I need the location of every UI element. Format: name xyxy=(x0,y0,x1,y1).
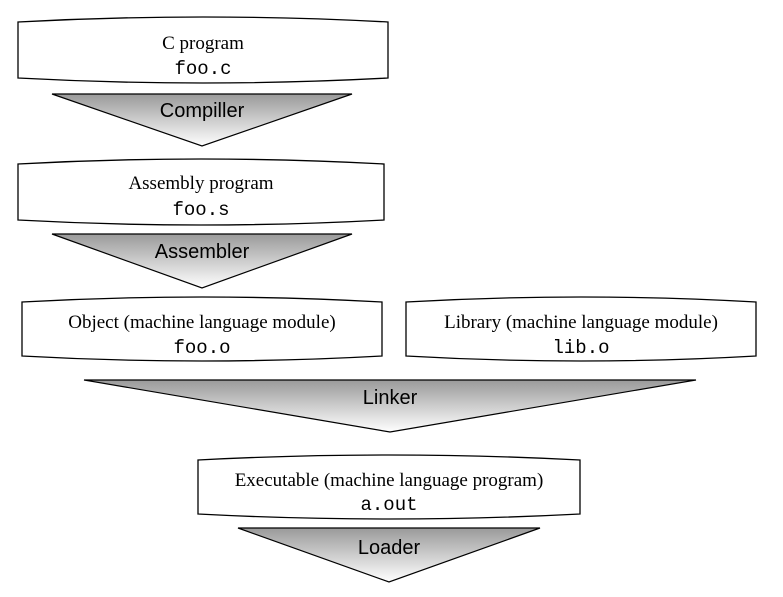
object-node: Object (machine language module) foo.o xyxy=(21,296,383,362)
loader-funnel xyxy=(237,527,541,583)
c-program-label: C program xyxy=(162,33,244,54)
linker-funnel xyxy=(83,379,697,433)
object-file: foo.o xyxy=(173,337,230,359)
linker-label: Linker xyxy=(363,387,418,409)
library-drum xyxy=(405,296,757,362)
object-label: Object (machine language module) xyxy=(68,312,335,333)
assembly-program-label: Assembly program xyxy=(128,173,273,194)
assembler-label: Assembler xyxy=(155,241,250,263)
executable-drum xyxy=(197,454,581,520)
executable-label: Executable (machine language program) xyxy=(235,470,544,491)
c-program-node: C program foo.c xyxy=(17,16,389,84)
compiler-label: Compiller xyxy=(160,100,245,122)
assembly-program-node: Assembly program foo.s xyxy=(17,158,385,226)
c-program-drum xyxy=(17,16,389,84)
assembly-program-drum xyxy=(17,158,385,226)
compiler-funnel xyxy=(51,93,353,147)
loader-step: Loader xyxy=(237,527,541,583)
library-node: Library (machine language module) lib.o xyxy=(405,296,757,362)
library-label: Library (machine language module) xyxy=(444,312,718,333)
loader-label: Loader xyxy=(358,537,421,559)
executable-file: a.out xyxy=(360,494,417,516)
library-file: lib.o xyxy=(552,337,609,359)
executable-node: Executable (machine language program) a.… xyxy=(197,454,581,520)
assembly-program-file: foo.s xyxy=(172,199,229,221)
object-drum xyxy=(21,296,383,362)
assembler-funnel xyxy=(51,233,353,289)
assembler-step: Assembler xyxy=(51,233,353,289)
compiler-step: Compiller xyxy=(51,93,353,147)
linker-step: Linker xyxy=(83,379,697,433)
c-program-file: foo.c xyxy=(174,58,231,80)
